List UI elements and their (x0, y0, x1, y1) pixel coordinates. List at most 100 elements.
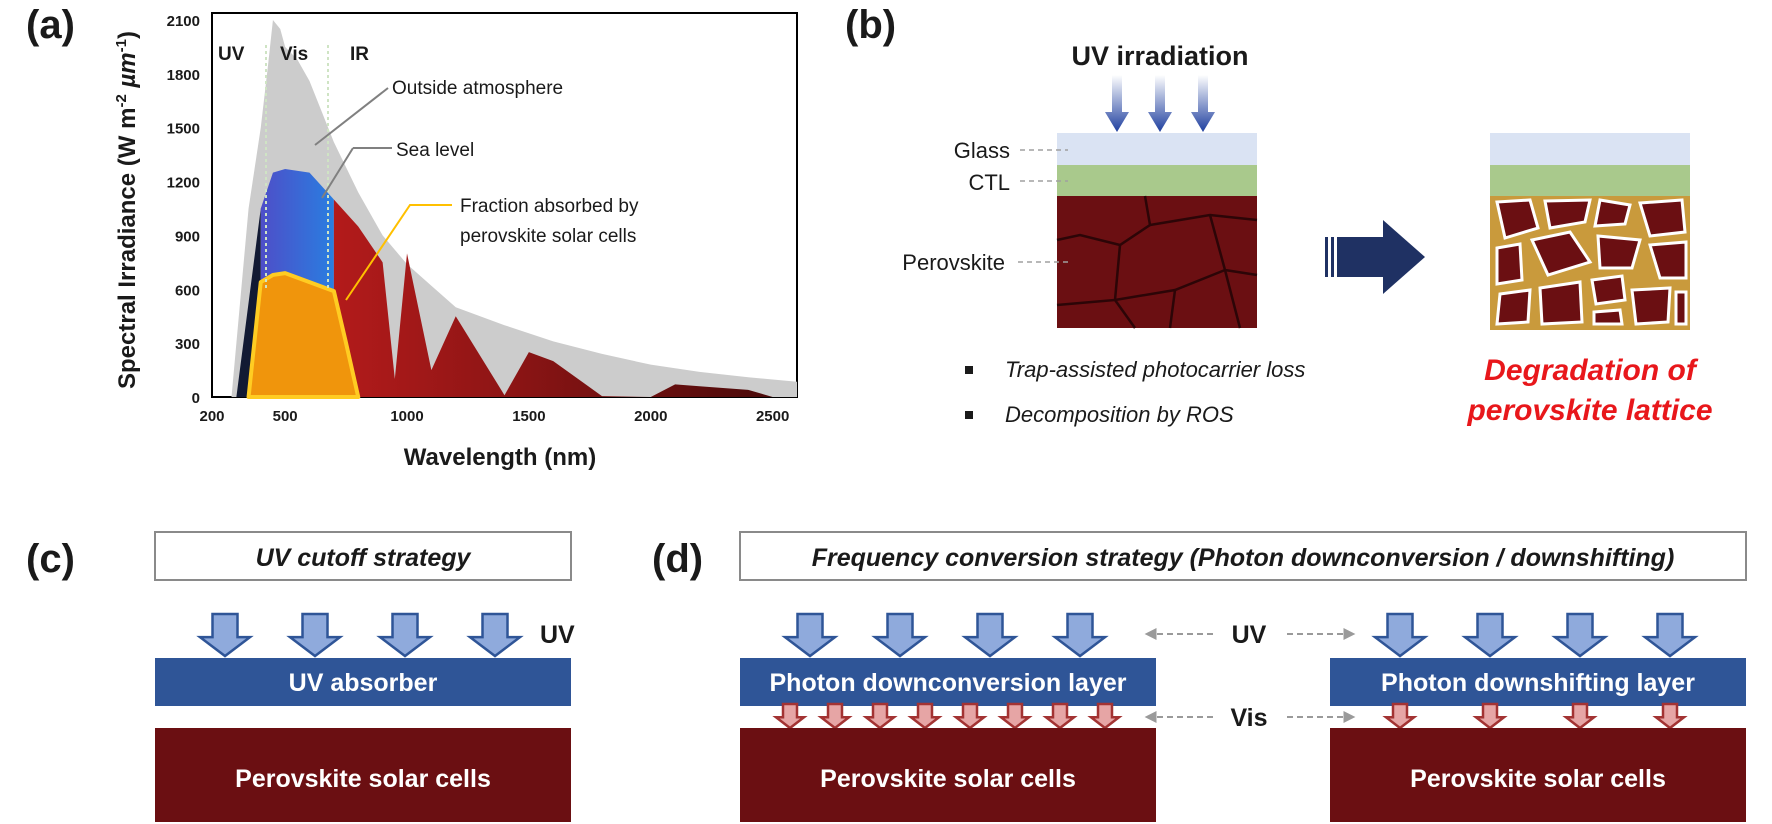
series-fraction-absorbed (246, 271, 361, 399)
vis-arrow-icon (952, 702, 988, 730)
x-tick-label: 1000 (390, 408, 423, 425)
uv-arrow-icon (961, 612, 1019, 658)
outside-leader-line (314, 87, 389, 146)
y-axis-label-unit: µm (114, 52, 141, 94)
panel-b: (b) UV irradiation Glass CTL Perovskite (845, 3, 1713, 427)
uv-absorber-label: UV absorber (289, 669, 438, 697)
perovskite-cells-label-left: Perovskite solar cells (820, 765, 1076, 793)
ctl-layer-after (1490, 165, 1690, 196)
uv-arrow-icon (1148, 75, 1172, 132)
region-vis-label: Vis (280, 44, 308, 65)
y-tick-label: 1500 (167, 121, 200, 138)
panel-c-letter: (c) (26, 537, 75, 581)
y-axis-label-sup2: -1 (113, 39, 130, 52)
y-tick-label: 300 (175, 336, 200, 353)
downconversion-layer (740, 658, 1156, 706)
uv-cutoff-title: UV cutoff strategy (256, 544, 472, 572)
ctl-label: CTL (968, 170, 1010, 195)
uv-arrows-left (781, 612, 1109, 658)
uv-arrow-icon (376, 612, 434, 658)
vis-arrow-icon (1562, 702, 1598, 730)
vis-arrow-icon (772, 702, 808, 730)
series-sea-level-ir (333, 199, 773, 397)
y-axis-label-close: ) (114, 31, 141, 39)
y-axis-label-main: Spectral Irradiance (W m (114, 108, 141, 389)
panel-b-letter: (b) (845, 3, 896, 47)
y-axis-label: Spectral Irradiance (W m-2 µm-1) (113, 31, 141, 389)
y-tick-label: 0 (192, 390, 200, 407)
y-tick-label: 600 (175, 282, 200, 299)
fraction-leader-line (345, 204, 452, 301)
uv-arrow-icon (1641, 612, 1699, 658)
uv-cutoff-title-box (154, 531, 572, 581)
vis-arrow-icon (1042, 702, 1078, 730)
vis-arrow-icon (997, 702, 1033, 730)
panel-c: (c) UV cutoff strategy UV UV absorber Pe… (26, 531, 575, 822)
panel-d: (d) Frequency conversion strategy (Photo… (652, 531, 1747, 822)
downconversion-layer-label: Photon downconversion layer (770, 669, 1127, 697)
perovskite-cells-label-right: Perovskite solar cells (1410, 765, 1666, 793)
spectrum-layer (231, 20, 797, 399)
x-tick-label: 500 (273, 408, 298, 425)
uv-absorber-layer (155, 658, 571, 706)
vis-arrow-icon (1472, 702, 1508, 730)
fraction-label-2: perovskite solar cells (460, 226, 636, 247)
uv-arrow-icon (781, 612, 839, 658)
degraded-grains (1495, 198, 1688, 326)
perovskite-cells-block (155, 728, 571, 822)
vis-arrow-icon (1382, 702, 1418, 730)
y-tick-label: 2100 (167, 13, 200, 30)
degradation-text-2: perovskite lattice (1466, 394, 1712, 427)
uv-label-d: UV (1232, 621, 1267, 649)
vis-arrow-icon (1087, 702, 1123, 730)
panel-a: (a) UV Vis IR Outside atmosphere Sea lev… (26, 3, 798, 471)
vis-label-d: Vis (1230, 704, 1267, 732)
glass-layer (1057, 133, 1257, 165)
uv-arrow-icon (1551, 612, 1609, 658)
x-tick-label: 1500 (512, 408, 545, 425)
vis-arrow-icon (1652, 702, 1688, 730)
uv-arrow-icon (286, 612, 344, 658)
glass-layer-after (1490, 133, 1690, 165)
degradation-text-1: Degradation of (1484, 354, 1699, 387)
y-tick-label: 900 (175, 228, 200, 245)
panel-d-letter: (d) (652, 537, 703, 581)
uv-label: UV (540, 621, 575, 649)
vis-arrow-icon (862, 702, 898, 730)
downshifting-layer-label: Photon downshifting layer (1381, 669, 1695, 697)
perovskite-label: Perovskite (902, 250, 1005, 275)
vis-arrow-icon (907, 702, 943, 730)
sea-leader-line (321, 147, 354, 199)
glass-label: Glass (954, 138, 1010, 163)
x-tick-label: 2500 (756, 408, 789, 425)
perovskite-cells-block-left (740, 728, 1156, 822)
vis-arrow-icon (817, 702, 853, 730)
uv-arrow-icon (1105, 75, 1129, 132)
bullet-trap-loss: Trap-assisted photocarrier loss (1005, 357, 1305, 382)
panel-a-letter: (a) (26, 3, 75, 47)
fraction-label-1: Fraction absorbed by (460, 196, 639, 217)
perovskite-cells-block-right (1330, 728, 1746, 822)
bullet-decomposition: Decomposition by ROS (1005, 402, 1234, 427)
frequency-conversion-title-box (739, 531, 1747, 581)
grain-boundaries (1056, 195, 1258, 329)
uv-arrow-icon (1051, 612, 1109, 658)
y-axis-label-sup1: -2 (113, 94, 130, 107)
y-tick-label: 1200 (167, 175, 200, 192)
perovskite-cells-label: Perovskite solar cells (235, 765, 491, 793)
uv-arrows (196, 612, 524, 658)
uv-arrow-icon (871, 612, 929, 658)
outside-atmosphere-label: Outside atmosphere (392, 78, 563, 99)
vis-arrows-left (772, 702, 1123, 730)
uv-arrow-icon (1461, 612, 1519, 658)
x-tick-label: 200 (199, 408, 224, 425)
degradation-arrow-icon (1325, 220, 1425, 294)
bullet-icon (965, 366, 973, 374)
ctl-layer (1057, 165, 1257, 196)
uv-irradiation-arrows (1105, 75, 1215, 132)
x-axis-label: Wavelength (nm) (404, 444, 596, 471)
frequency-conversion-title: Frequency conversion strategy (Photon do… (812, 544, 1675, 572)
uv-arrows-right (1371, 612, 1699, 658)
